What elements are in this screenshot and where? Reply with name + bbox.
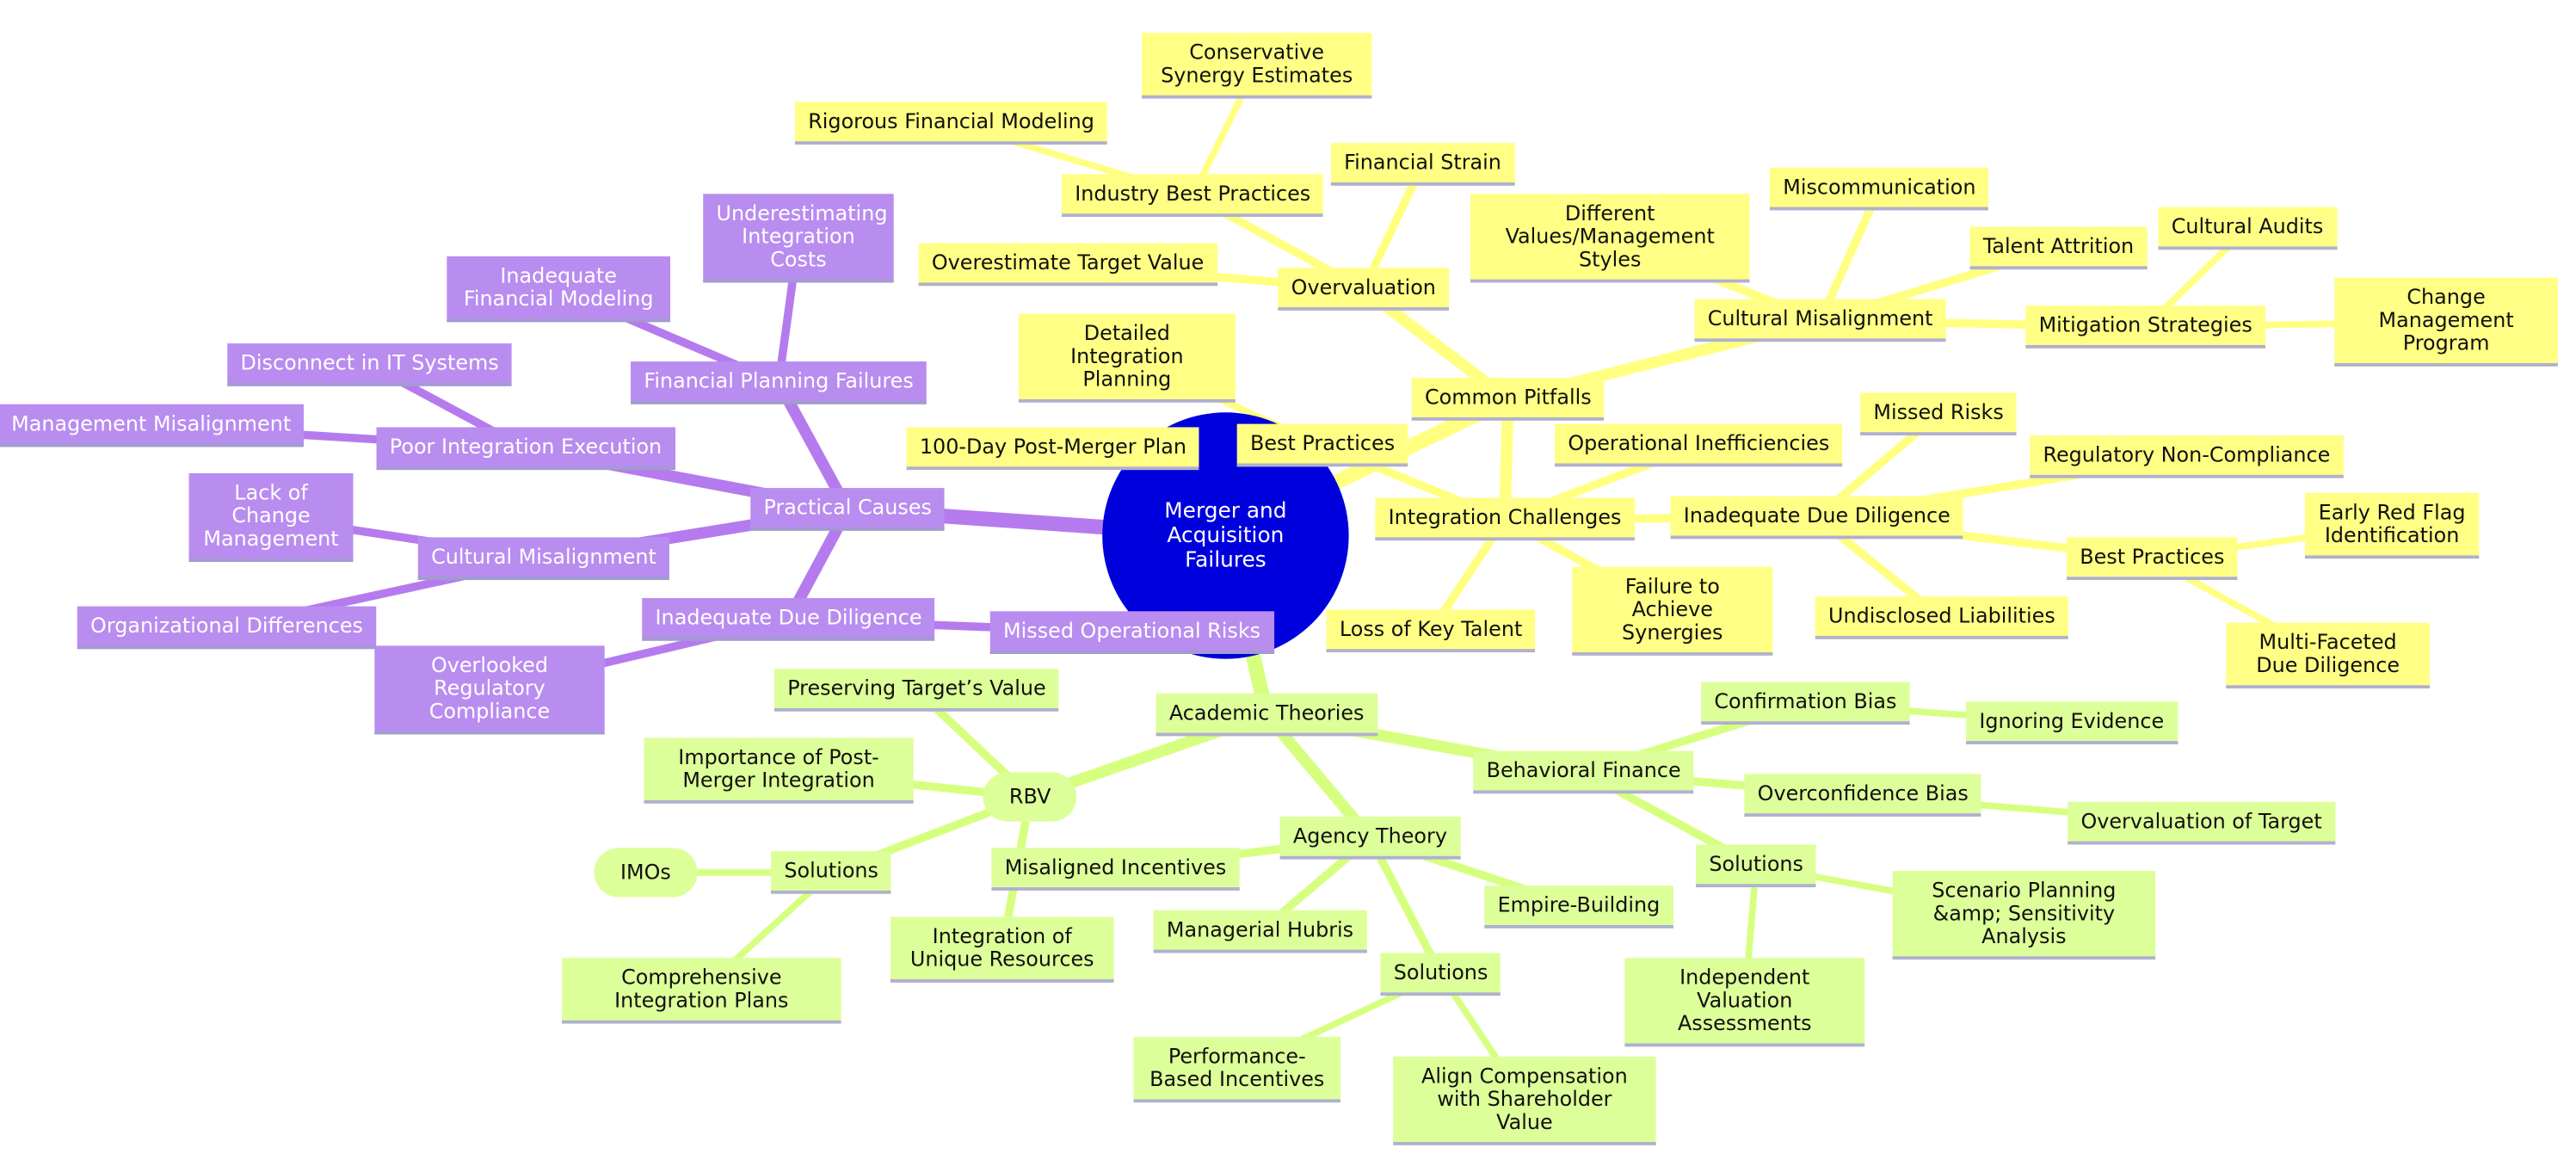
due-diligence-best-practices-node[interactable]: Best Practices [2066,537,2238,581]
different-values-node[interactable]: Different Values/Management Styles [1470,194,1750,283]
integration-challenges-node[interactable]: Integration Challenges [1375,497,1635,541]
talent-attrition-node[interactable]: Talent Attrition [1969,226,2148,270]
agency-solutions-node[interactable]: Solutions [1380,953,1501,996]
inadequate-financial-modeling-node[interactable]: Inadequate Financial Modeling [447,256,671,323]
practical-due-diligence-node[interactable]: Inadequate Due Diligence [642,598,935,641]
detailed-integration-planning-node[interactable]: Detailed Integration Planning [1018,313,1236,403]
regulatory-non-compliance-node[interactable]: Regulatory Non-Compliance [2030,435,2344,478]
agency-theory-node[interactable]: Agency Theory [1279,816,1461,860]
independent-valuation-node[interactable]: Independent Valuation Assessments [1624,958,1865,1047]
behavioral-finance-node[interactable]: Behavioral Finance [1473,750,1695,794]
scenario-planning-node[interactable]: Scenario Planning &amp; Sensitivity Anal… [1892,870,2156,960]
disconnect-it-systems-node[interactable]: Disconnect in IT Systems [227,343,512,386]
change-management-program-node[interactable]: Change Management Program [2334,277,2558,367]
overconfidence-bias-node[interactable]: Overconfidence Bias [1744,774,1982,817]
undisclosed-liabilities-node[interactable]: Undisclosed Liabilities [1815,596,2069,639]
align-compensation-node[interactable]: Align Compensation with Shareholder Valu… [1393,1056,1656,1145]
hundred-day-plan-node[interactable]: 100-Day Post-Merger Plan [906,427,1200,471]
financial-strain-node[interactable]: Financial Strain [1330,143,1515,186]
missed-risks-node[interactable]: Missed Risks [1860,392,2018,435]
performance-based-incentives-node[interactable]: Performance-Based Incentives [1133,1036,1341,1103]
practical-causes-node[interactable]: Practical Causes [750,488,946,531]
mitigation-strategies-node[interactable]: Mitigation Strategies [2025,305,2266,349]
practical-cultural-misalignment-node[interactable]: Cultural Misalignment [417,537,670,581]
rbv-node[interactable]: RBV [983,772,1078,822]
management-misalignment-node[interactable]: Management Misalignment [0,404,305,447]
multi-faceted-due-diligence-node[interactable]: Multi-Faceted Due Diligence [2226,622,2431,689]
poor-integration-execution-node[interactable]: Poor Integration Execution [376,427,675,471]
importance-post-merger-node[interactable]: Importance of Post-Merger Integration [644,737,914,804]
loss-of-key-talent-node[interactable]: Loss of Key Talent [1326,609,1536,653]
cultural-audits-node[interactable]: Cultural Audits [2158,207,2337,250]
misaligned-incentives-node[interactable]: Misaligned Incentives [991,848,1240,891]
underestimating-integration-costs-node[interactable]: Underestimating Integration Costs [703,194,894,283]
lack-of-change-management-node[interactable]: Lack of Change Management [188,472,354,563]
managerial-hubris-node[interactable]: Managerial Hubris [1153,910,1367,953]
overvaluation-of-target-node[interactable]: Overvaluation of Target [2068,801,2336,845]
rigorous-financial-modeling-node[interactable]: Rigorous Financial Modeling [794,102,1108,145]
overlooked-regulatory-compliance-node[interactable]: Overlooked Regulatory Compliance [374,645,605,735]
conservative-synergy-estimates-node[interactable]: Conservative Synergy Estimates [1142,33,1372,99]
behavioral-solutions-node[interactable]: Solutions [1696,844,1817,888]
industry-best-practices-node[interactable]: Industry Best Practices [1061,174,1324,218]
rbv-solutions-node[interactable]: Solutions [771,851,892,894]
imos-node[interactable]: IMOs [594,848,698,898]
empire-building-node[interactable]: Empire-Building [1484,885,1673,929]
ignoring-evidence-node[interactable]: Ignoring Evidence [1966,701,2178,744]
overvaluation-node[interactable]: Overvaluation [1278,268,1450,311]
missed-operational-risks-node[interactable]: Missed Operational Risks [989,611,1274,654]
integration-unique-resources-node[interactable]: Integration of Unique Resources [890,916,1114,983]
organizational-differences-node[interactable]: Organizational Differences [77,606,377,650]
financial-planning-failures-node[interactable]: Financial Planning Failures [631,361,927,404]
inadequate-due-diligence-node[interactable]: Inadequate Due Diligence [1670,496,1964,540]
comprehensive-integration-plans-node[interactable]: Comprehensive Integration Plans [562,958,841,1024]
academic-theories-node[interactable]: Academic Theories [1156,693,1377,737]
edge-ag-as [1365,834,1445,979]
cultural-misalignment-node[interactable]: Cultural Misalignment [1694,299,1946,342]
overestimate-target-value-node[interactable]: Overestimate Target Value [918,243,1217,287]
preserving-target-value-node[interactable]: Preserving Target’s Value [773,669,1059,712]
early-red-flag-node[interactable]: Early Red Flag Identification [2304,492,2480,559]
failure-to-achieve-synergies-node[interactable]: Failure to Achieve Synergies [1572,566,1773,656]
confirmation-bias-node[interactable]: Confirmation Bias [1701,682,1910,725]
edge-cm-cm2 [1815,184,1884,325]
miscommunication-node[interactable]: Miscommunication [1769,167,1989,211]
common-pitfalls-node[interactable]: Common Pitfalls [1411,378,1605,421]
integration-best-practices-node[interactable]: Best Practices [1236,423,1408,467]
operational-inefficiencies-node[interactable]: Operational Inefficiencies [1555,423,1843,467]
